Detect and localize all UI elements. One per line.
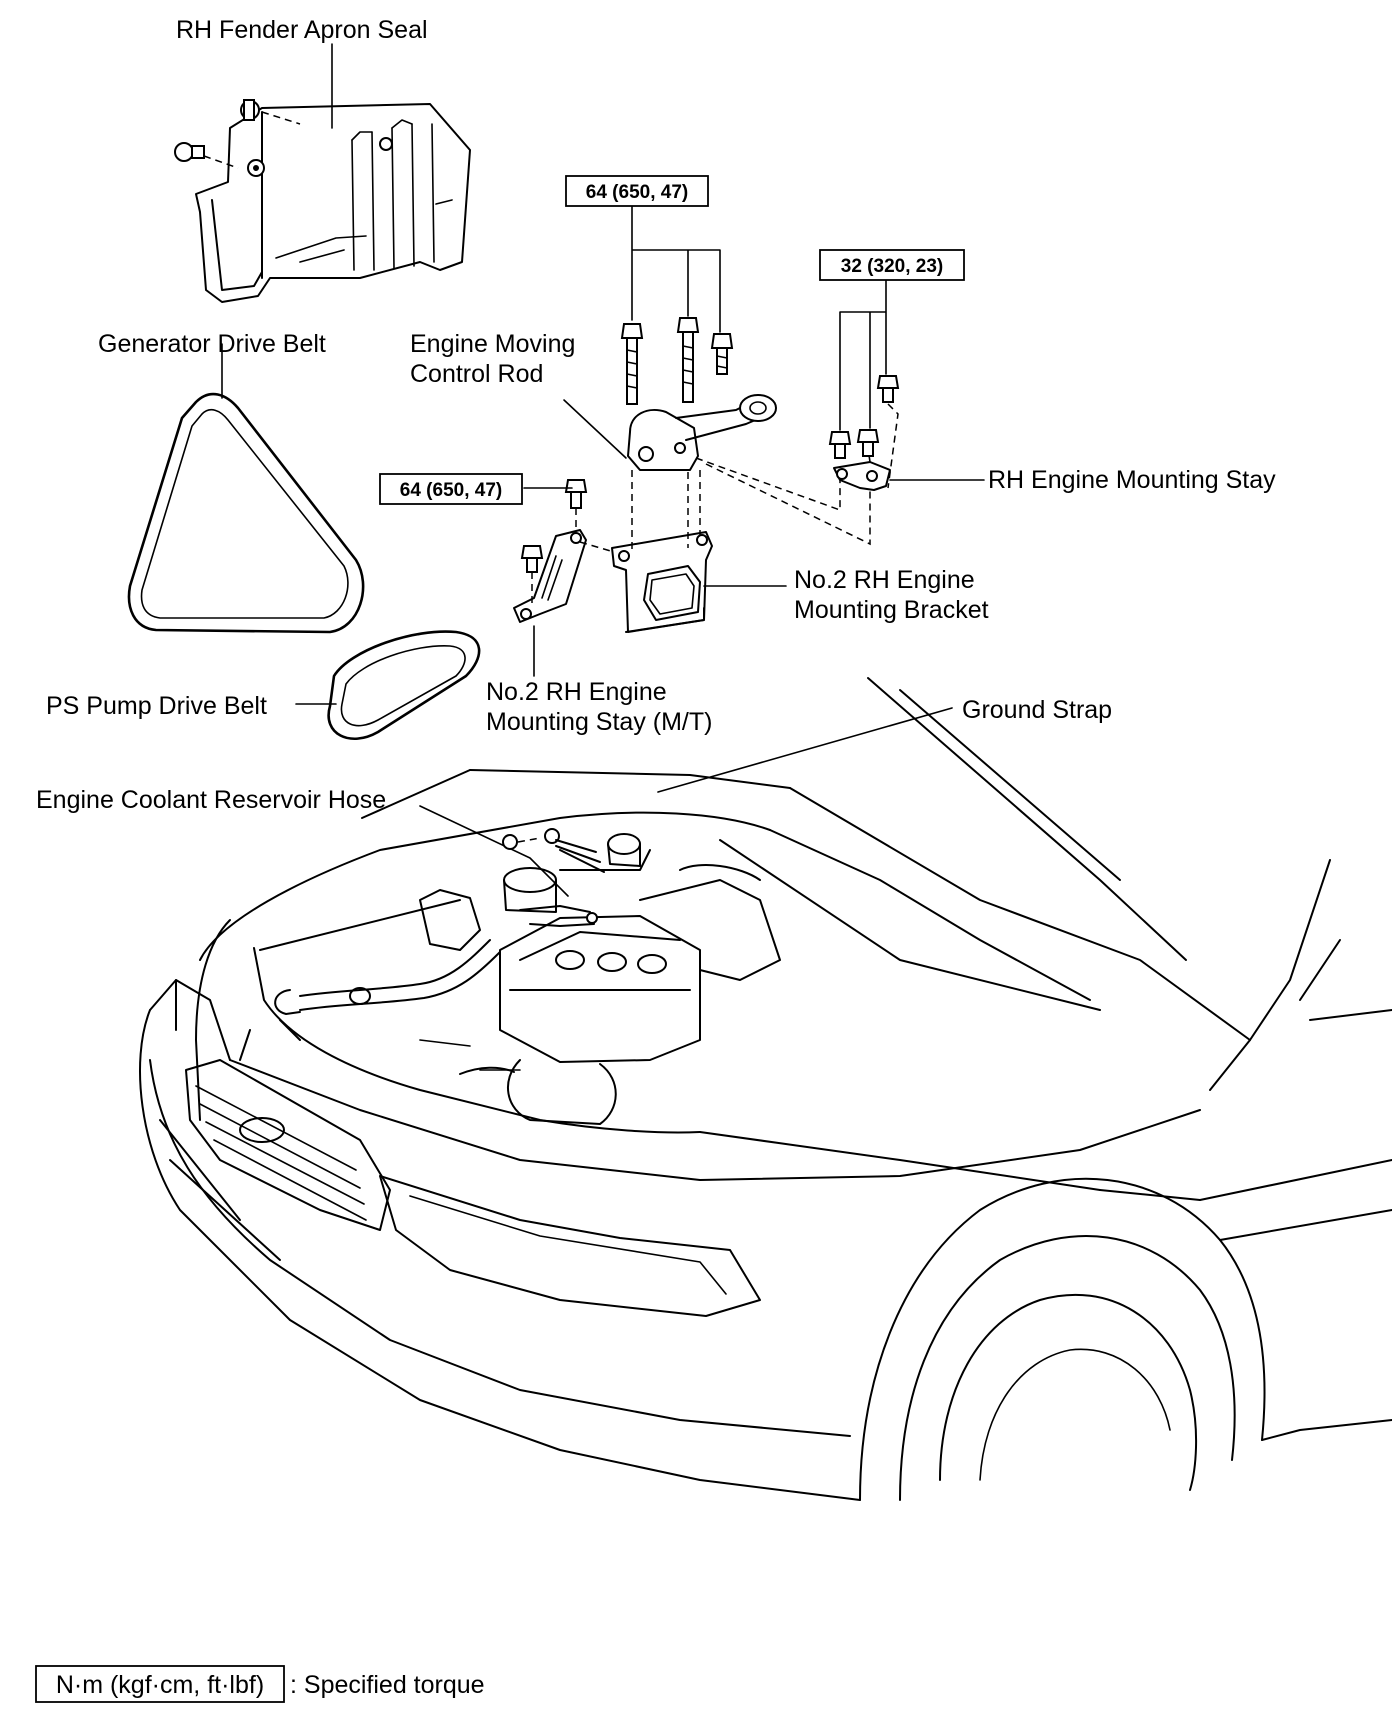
label-ps-pump-drive-belt: PS Pump Drive Belt bbox=[46, 692, 267, 720]
legend: N·m (kgf·cm, ft·lbf) : Specified torque bbox=[35, 1665, 485, 1703]
fender-apron-seal-drawing bbox=[174, 99, 471, 303]
torque-value: 64 (650, 47) bbox=[586, 182, 688, 203]
torque-box-control-rod: 64 (650, 47) bbox=[565, 175, 709, 207]
bolt-icon bbox=[620, 323, 644, 405]
control-rod-drawing bbox=[627, 394, 777, 471]
assembly-line bbox=[887, 403, 899, 489]
ps-pump-belt-drawing bbox=[327, 630, 481, 741]
bolt-icon bbox=[856, 429, 880, 457]
torque-box-stay-mt: 64 (650, 47) bbox=[379, 473, 523, 505]
label-generator-drive-belt: Generator Drive Belt bbox=[98, 330, 326, 358]
bolt-icon bbox=[240, 99, 301, 125]
label-rh-fender-apron-seal: RH Fender Apron Seal bbox=[176, 16, 428, 44]
mounting-bracket-drawing bbox=[611, 531, 713, 633]
label-no2-mounting-bracket-line2: Mounting Bracket bbox=[794, 596, 989, 624]
assembly-line bbox=[531, 508, 615, 606]
bolt-icon bbox=[174, 142, 239, 169]
torque-value: 32 (320, 23) bbox=[841, 256, 943, 277]
leader-line bbox=[839, 275, 887, 431]
bolt-icon bbox=[564, 479, 588, 509]
car-front-drawing bbox=[139, 677, 1392, 1501]
generator-belt-drawing bbox=[127, 392, 365, 634]
mounting-stay-mt-drawing bbox=[513, 529, 587, 623]
bolt-icon bbox=[876, 375, 900, 403]
bolt-icon bbox=[502, 834, 541, 850]
bolt-icon bbox=[710, 333, 734, 375]
legend-unit: N·m (kgf·cm, ft·lbf) bbox=[56, 1671, 264, 1699]
leader-line bbox=[563, 399, 627, 459]
label-engine-coolant-reservoir-hose: Engine Coolant Reservoir Hose bbox=[36, 786, 386, 814]
bolt-icon bbox=[828, 431, 852, 459]
label-engine-moving-control-rod-line1: Engine Moving bbox=[410, 330, 575, 358]
leader-line bbox=[419, 805, 569, 897]
ground-strap-icon bbox=[544, 828, 605, 873]
assembly-line bbox=[705, 463, 871, 546]
label-no2-mounting-bracket-line1: No.2 RH Engine bbox=[794, 566, 975, 594]
label-rh-engine-mounting-stay: RH Engine Mounting Stay bbox=[988, 466, 1276, 494]
legend-description: : Specified torque bbox=[290, 1671, 485, 1699]
torque-box-mounting-stay: 32 (320, 23) bbox=[819, 249, 965, 281]
leader-line bbox=[631, 205, 721, 333]
label-no2-mounting-stay-line2: Mounting Stay (M/T) bbox=[486, 708, 712, 736]
label-no2-mounting-stay-line1: No.2 RH Engine bbox=[486, 678, 667, 706]
torque-value: 64 (650, 47) bbox=[400, 480, 502, 501]
bolt-icon bbox=[520, 545, 544, 573]
assembly-line bbox=[695, 457, 841, 512]
label-engine-moving-control-rod-line2: Control Rod bbox=[410, 360, 543, 388]
bolt-icon bbox=[676, 317, 700, 403]
label-ground-strap: Ground Strap bbox=[962, 696, 1112, 724]
